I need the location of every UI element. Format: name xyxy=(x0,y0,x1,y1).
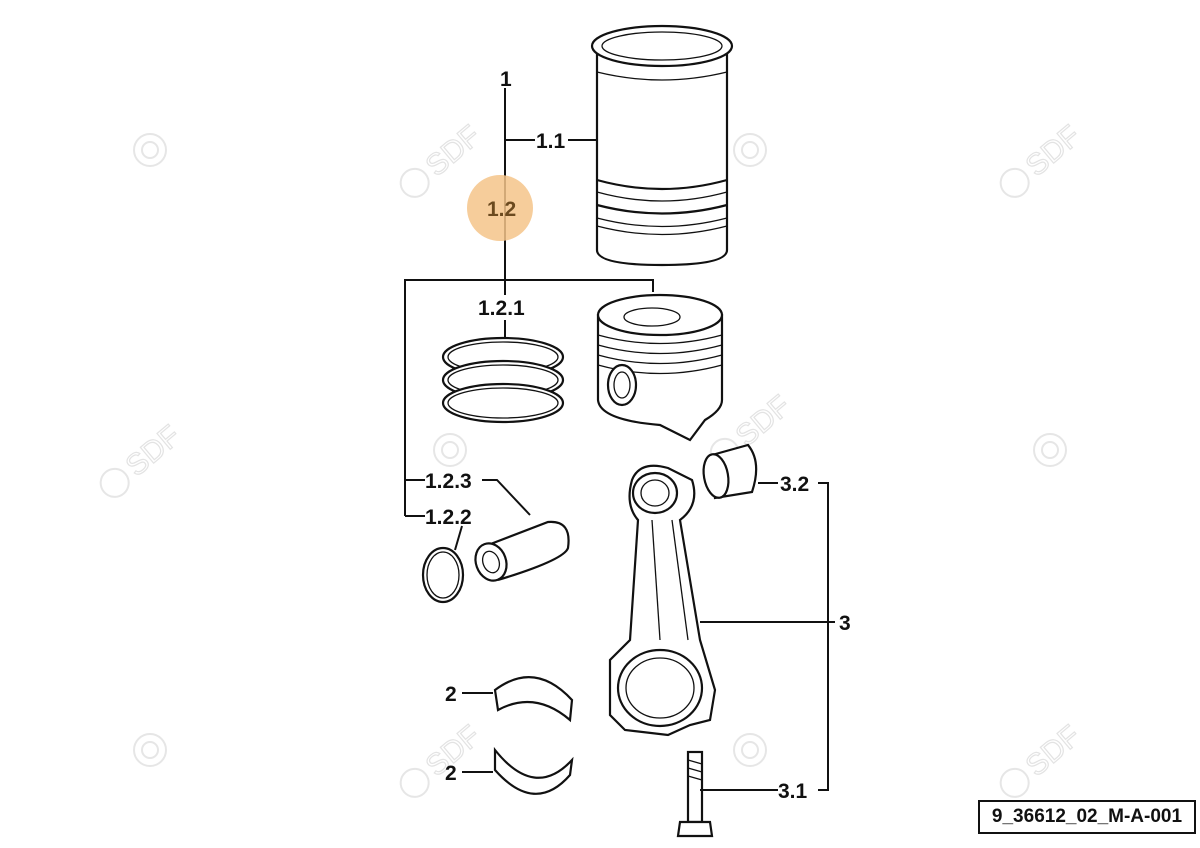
watermark-logos: SDF SDF SDF SDF SDF SDF xyxy=(99,119,1087,798)
small-end-bushing[interactable] xyxy=(700,443,758,500)
circlip[interactable] xyxy=(421,546,465,604)
connecting-rod[interactable] xyxy=(608,464,717,737)
callout-1-2-2[interactable]: 1.2.2 xyxy=(425,506,472,529)
bearing-shell-upper[interactable] xyxy=(493,676,574,723)
callout-1-2[interactable]: 1.2 xyxy=(487,198,516,221)
svg-text:SDF: SDF xyxy=(420,119,487,183)
highlight-marker xyxy=(467,175,533,241)
drawing-code: 9_36612_02_M-A-001 xyxy=(978,800,1196,834)
leader-lines xyxy=(404,88,835,791)
cylinder-liner[interactable] xyxy=(590,24,734,267)
callout-1[interactable]: 1 xyxy=(500,68,512,91)
svg-text:SDF: SDF xyxy=(1020,719,1087,783)
callout-3[interactable]: 3 xyxy=(839,612,851,635)
callout-3-1[interactable]: 3.1 xyxy=(778,780,808,803)
bearing-shell-lower[interactable] xyxy=(493,746,574,795)
callout-1-2-1[interactable]: 1.2.1 xyxy=(478,297,525,320)
piston[interactable] xyxy=(596,293,724,442)
piston-pin[interactable] xyxy=(470,520,570,585)
piston-rings[interactable] xyxy=(441,336,565,424)
svg-text:SDF: SDF xyxy=(1020,119,1087,183)
callout-3-2[interactable]: 3.2 xyxy=(780,473,809,496)
callout-2-upper[interactable]: 2 xyxy=(445,683,457,706)
callout-1-1[interactable]: 1.1 xyxy=(536,130,566,153)
svg-text:SDF: SDF xyxy=(120,419,187,483)
callout-2-lower[interactable]: 2 xyxy=(445,762,457,785)
connecting-rod-bolt[interactable] xyxy=(676,750,714,838)
svg-text:SDF: SDF xyxy=(730,389,797,453)
callout-1-2-3[interactable]: 1.2.3 xyxy=(425,470,472,493)
